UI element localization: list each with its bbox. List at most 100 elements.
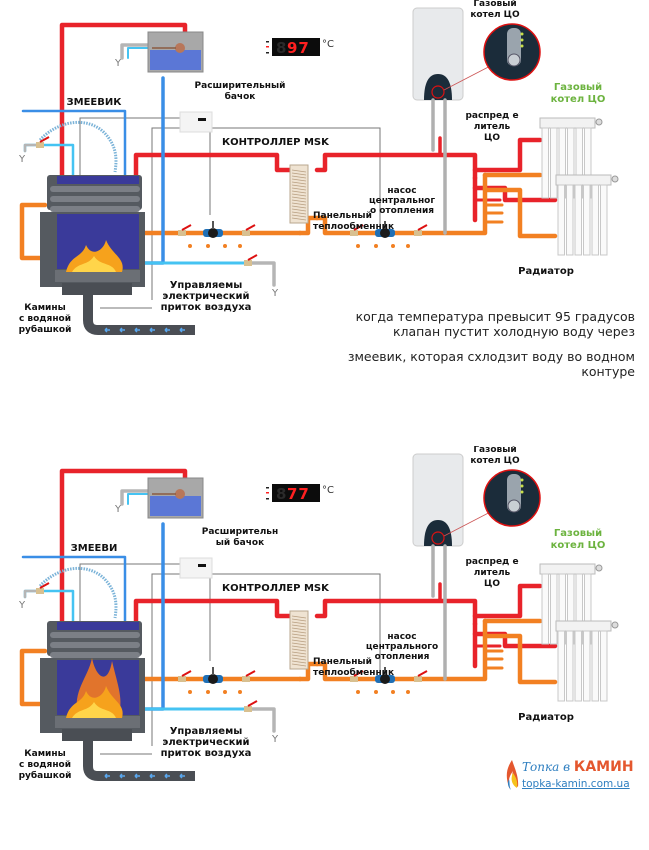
plate-heat-exchanger (289, 610, 309, 670)
exchanger-plate (291, 190, 307, 194)
radiator-section (566, 630, 574, 702)
fire-glow-icon (72, 256, 116, 272)
radiator-valve-icon (595, 564, 603, 572)
logo-url-link[interactable]: topka-kamin.com.ua (522, 778, 630, 790)
valve-handle (39, 136, 50, 143)
indicator-led-icon (520, 478, 524, 482)
explanation-note-2: змеевик, которая схлодзит воду во водном… (347, 349, 635, 379)
circulation-pump (203, 221, 223, 238)
ash-drawer (62, 729, 132, 741)
return-pipe-radiator-2 (482, 187, 558, 239)
radiator-section (591, 630, 599, 702)
gas-boiler (412, 7, 499, 101)
exchanger-plate (291, 636, 307, 640)
valve-handle (245, 670, 256, 677)
display-mark (266, 498, 269, 500)
fireplace-with-water-jacket (40, 621, 195, 781)
water-jacket-top (57, 176, 139, 184)
air-flow-arrow-icon (179, 327, 185, 333)
cold-water-valve-icon (244, 254, 258, 266)
drain-symbol: Y (271, 288, 279, 299)
indicator-led-icon (520, 38, 524, 42)
coil-serpentine-icon (38, 566, 118, 619)
exchanger-plate (291, 648, 307, 652)
exchanger-plate (291, 651, 307, 655)
control-wire (151, 573, 381, 746)
radiator-header (555, 620, 612, 632)
boiler-control-zoom (483, 23, 541, 81)
heat-exchange-tube (50, 186, 140, 192)
exchanger-plate (291, 169, 307, 173)
valve-body (36, 588, 44, 594)
drain-pipe (23, 589, 40, 599)
indicator-led-icon (520, 484, 524, 488)
control-knob-icon (507, 53, 521, 67)
valve-body (178, 230, 186, 236)
radiator-valve-icon (611, 175, 619, 183)
site-logo[interactable]: Топка в КАМИН topka-kamin.com.ua (500, 757, 649, 797)
flow-arrow-icon (206, 690, 210, 694)
overflow-pipe (127, 47, 151, 59)
radiator-section (574, 630, 582, 702)
return-pipe-loop (19, 202, 48, 261)
flow-arrow-icon (206, 244, 210, 248)
radiator-section (583, 630, 591, 702)
flow-arrow-icon (356, 244, 360, 248)
radiator-header (539, 117, 596, 129)
hot-pipe-to-tank (59, 468, 188, 624)
exchanger-plate (291, 205, 307, 209)
expansion-tank (147, 31, 204, 73)
air-flow-arrow-icon (149, 327, 155, 333)
thermal-valve-icon (36, 136, 50, 148)
air-flow-arrow-icon (119, 327, 125, 333)
fireplace-with-water-jacket (40, 175, 195, 335)
exchanger-plate (291, 633, 307, 637)
ball-valve-icon (178, 224, 192, 236)
valve-handle (247, 254, 258, 261)
ball-valve-icon (414, 224, 428, 236)
drain-pipe (246, 261, 276, 287)
radiator-section (600, 630, 608, 702)
float-valve-icon (175, 43, 185, 53)
flow-arrow-icon (391, 690, 395, 694)
radiator-section (550, 573, 558, 645)
logo-title: Топка в КАМИН (522, 759, 634, 775)
drain-symbol: Y (114, 58, 122, 69)
thermal-valve-icon (36, 582, 50, 594)
pump-stem (212, 667, 214, 675)
fire-flame-icon (66, 240, 123, 272)
gas-boiler (412, 453, 499, 547)
air-supply-duct (83, 295, 195, 335)
flow-arrow-icon (374, 244, 378, 248)
boiler-highlight-circle (431, 85, 445, 99)
label-controller-msk: КОНТРОЛЛЕР MSK (222, 583, 330, 594)
exchanger-plate (291, 663, 307, 667)
heat-exchange-tube (50, 642, 140, 648)
exchanger-plate (291, 187, 307, 191)
ball-valve-icon (350, 670, 364, 682)
flow-arrow-icon (223, 244, 227, 248)
air-flow-arrow-icon (179, 773, 185, 779)
pump-stem (212, 221, 214, 229)
valve-handle (353, 670, 364, 677)
display-unit: °C (322, 39, 334, 50)
display-mark (266, 41, 269, 43)
heat-exchange-tube (50, 196, 140, 202)
exchanger-plate (291, 214, 307, 218)
valve-body (350, 676, 358, 682)
circulation-pump (375, 221, 395, 238)
pump-motor-icon (380, 228, 390, 238)
return-pipe-loop (19, 648, 48, 707)
exchanger-plate (291, 624, 307, 628)
valve-handle (353, 224, 364, 231)
air-flow-arrow-icon (119, 773, 125, 779)
drain-pipe (120, 489, 154, 506)
ball-valve-icon (350, 224, 364, 236)
